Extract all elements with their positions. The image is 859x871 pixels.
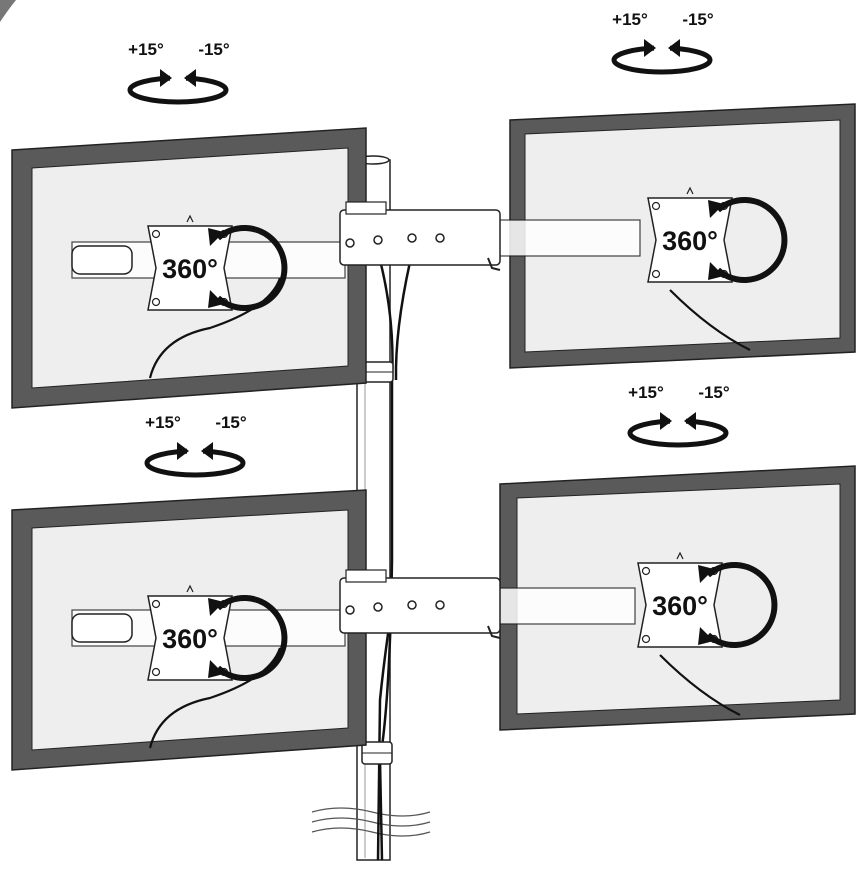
tilt-up-label: +15° [145,413,181,432]
cable-clip-upper [362,361,394,383]
tilt-arrows-icon [627,412,729,448]
tilt-up-label: +15° [628,383,664,402]
monitor-bottom-right: 360° [494,465,856,731]
arm-extension-tube [494,219,641,257]
rotation-arrow-icon [708,197,788,283]
rotation-label: 360° [662,226,718,256]
cable-clip-lower [361,741,393,765]
tilt-down-label: -15° [682,10,714,29]
monitor-cable [669,289,751,351]
rotation-arrow-icon [698,562,778,648]
tilt-down-label: -15° [198,40,230,59]
rotation-label: 360° [162,254,218,284]
arm-upper [339,201,501,271]
vesa-plate [147,214,233,311]
rotation-label: 360° [652,591,708,621]
tilt-arrows-icon [144,442,246,478]
tilt-arrows-icon [611,39,713,75]
monitor-cable [148,647,282,749]
monitor-cable [148,277,282,379]
monitor-bottom-left: 360° [11,489,367,771]
arm-extension-tube [494,587,636,625]
rotation-arrow-icon [208,595,288,681]
tilt-up-label: +15° [612,10,648,29]
arm-lower [339,569,501,639]
monitor-top-right: 360° [494,103,856,369]
tilt-arrows-icon [127,69,229,105]
tilt-down-label: -15° [215,413,247,432]
tilt-up-label: +15° [128,40,164,59]
vesa-plate [147,584,233,681]
corner-mark [0,0,16,22]
monitor-cable [659,654,741,716]
tilt-indicator-top-right: +15° -15° [611,10,714,75]
tilt-indicator-bottom-left: +15° -15° [144,413,247,478]
monitor-top-left: 360° [11,127,367,409]
rotation-label: 360° [162,624,218,654]
tilt-indicator-top-left: +15° -15° [127,40,230,105]
rotation-arrow-icon [208,225,288,311]
tilt-indicator-bottom-right: +15° -15° [627,383,730,448]
tilt-down-label: -15° [698,383,730,402]
